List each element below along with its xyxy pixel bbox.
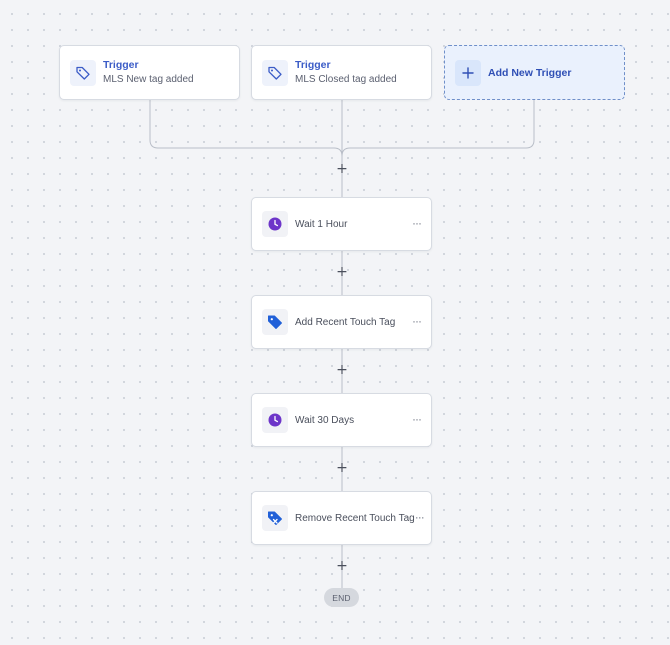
trigger-card-mls-new[interactable]: Trigger MLS New tag added [59, 45, 240, 100]
add-step-button[interactable]: + [336, 264, 348, 280]
trigger-title: Trigger [103, 59, 139, 71]
clock-icon [262, 407, 288, 433]
tag-outline-icon [70, 59, 96, 86]
step-card-wait-1-hour[interactable]: Wait 1 Hour ··· [251, 197, 432, 251]
add-step-button[interactable]: + [336, 161, 348, 177]
add-step-button[interactable]: + [336, 362, 348, 378]
trigger-description: MLS New tag added [103, 74, 194, 85]
step-label: Add Recent Touch Tag [295, 316, 396, 328]
more-options-button[interactable]: ··· [412, 411, 422, 426]
clock-icon [262, 211, 288, 237]
tag-remove-icon [262, 505, 288, 531]
tag-outline-icon [262, 59, 288, 86]
add-step-button[interactable]: + [336, 558, 348, 574]
step-label: Wait 30 Days [295, 414, 355, 426]
tag-filled-icon [262, 309, 288, 335]
trigger-card-mls-closed[interactable]: Trigger MLS Closed tag added [251, 45, 432, 100]
step-card-add-recent-touch-tag[interactable]: Add Recent Touch Tag ··· [251, 295, 432, 349]
step-label: Wait 1 Hour [295, 218, 348, 230]
add-new-trigger-label: Add New Trigger [488, 66, 572, 79]
trigger-title: Trigger [295, 59, 331, 71]
add-step-button[interactable]: + [336, 460, 348, 476]
trigger-description: MLS Closed tag added [295, 74, 397, 85]
end-node: END [324, 588, 359, 607]
more-options-button[interactable]: ··· [414, 509, 425, 524]
add-new-trigger-button[interactable]: Add New Trigger [444, 45, 625, 100]
plus-icon [455, 59, 481, 86]
step-card-wait-30-days[interactable]: Wait 30 Days ··· [251, 393, 432, 447]
more-options-button[interactable]: ··· [412, 313, 422, 328]
step-card-remove-recent-touch-tag[interactable]: Remove Recent Touch Tag ··· [251, 491, 432, 545]
step-label: Remove Recent Touch Tag [295, 512, 415, 524]
more-options-button[interactable]: ··· [412, 215, 422, 230]
